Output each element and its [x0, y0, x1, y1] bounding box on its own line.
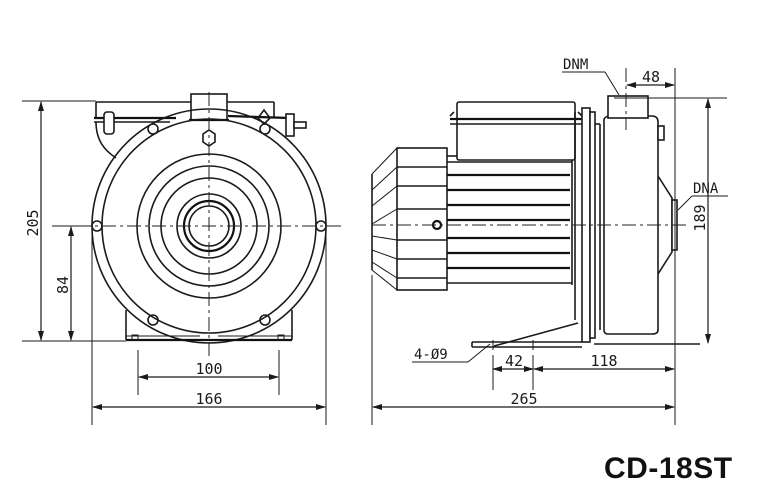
dim-166-text: 166	[195, 390, 222, 408]
base-foot	[471, 322, 700, 350]
dim-foot-spacing-front: 100	[138, 360, 279, 380]
dim-foot-to-inlet: 118	[533, 352, 675, 372]
fan-cover	[371, 147, 448, 291]
dim-48-text: 48	[642, 68, 660, 86]
dim-foot-spacing-side: 42	[492, 352, 534, 372]
motor-body	[431, 160, 573, 285]
holes-text: 4-Ø9	[414, 347, 448, 363]
dna-text: DNA	[693, 181, 719, 197]
dim-overall-height: 205	[24, 101, 44, 341]
dim-189-text: 189	[691, 204, 709, 231]
dim-84-text: 84	[54, 276, 72, 294]
pump-casing	[603, 95, 678, 335]
dim-pump-height: 189	[691, 98, 711, 344]
front-terminal-box	[94, 93, 307, 159]
side-view: DNM 48 DNA 189 4-Ø9 42	[371, 57, 728, 425]
front-view: 205 84 100 166	[22, 92, 342, 425]
dnm-text: DNM	[563, 57, 588, 73]
dim-overall-length: 265	[372, 390, 675, 410]
dim-overall-width: 166	[92, 390, 326, 410]
dim-100-text: 100	[195, 360, 222, 378]
dim-shaft-height: 84	[54, 226, 74, 341]
side-terminal-box	[447, 101, 583, 161]
dim-118-text: 118	[590, 352, 617, 370]
model-name: CD-18ST	[604, 452, 733, 485]
outlet-label-dnm: DNM	[562, 57, 620, 96]
dim-205-text: 205	[24, 209, 42, 236]
mounting-holes-label: 4-Ø9	[412, 343, 491, 363]
dim-outlet-offset: 48	[626, 68, 675, 88]
dim-265-text: 265	[510, 390, 537, 408]
dim-42-text: 42	[505, 352, 523, 370]
